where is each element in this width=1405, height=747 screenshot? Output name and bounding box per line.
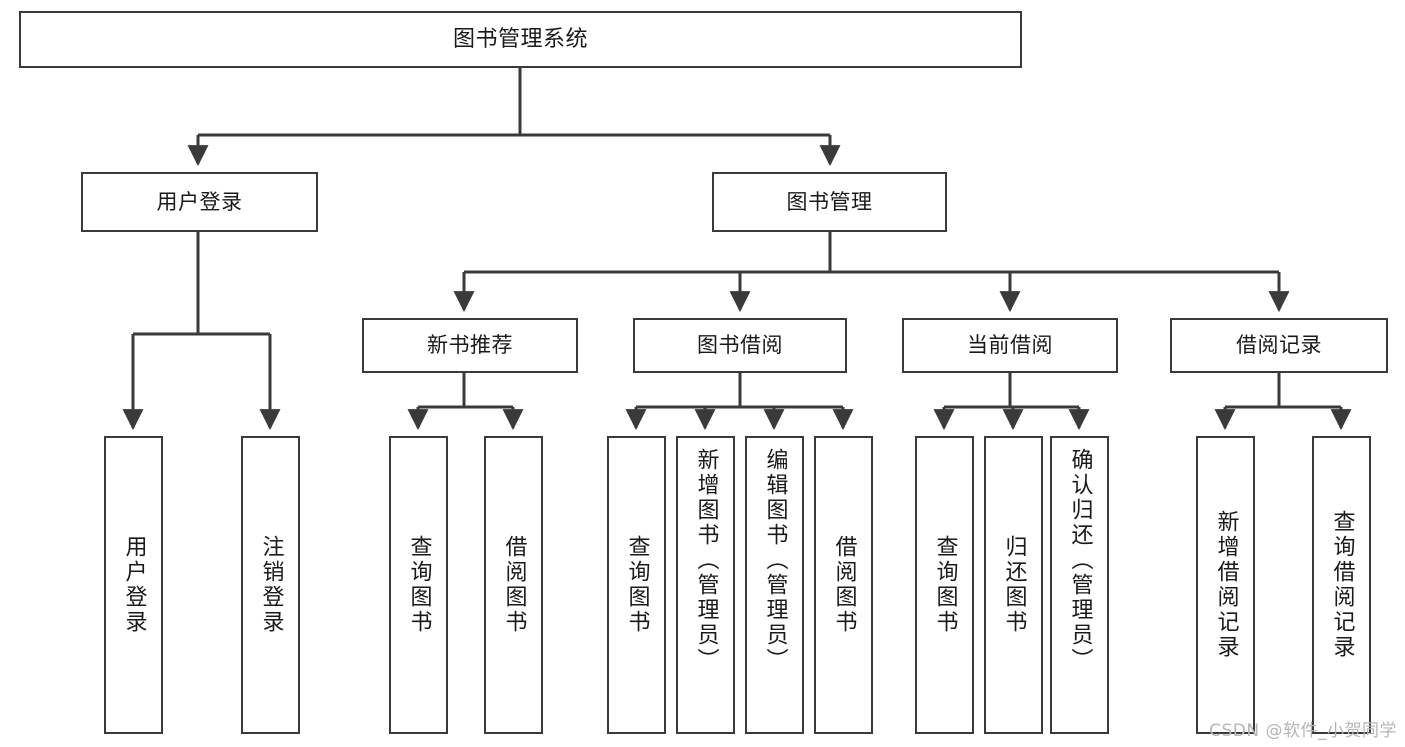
leaf-user-login-label: 用户登录 — [121, 535, 147, 635]
node-user-login-label: 用户登录 — [156, 189, 243, 214]
node-new-book-recommend-label: 新书推荐 — [427, 333, 513, 358]
leaf-add-book-label: 新增图书（管理员） — [693, 448, 719, 673]
leaf-logout-login[interactable]: 注销登录 — [241, 436, 300, 734]
node-borrow-record-label: 借阅记录 — [1236, 333, 1322, 358]
leaf-user-login[interactable]: 用户登录 — [104, 436, 163, 734]
leaf-query-book-2-label: 查询图书 — [624, 535, 650, 635]
leaf-query-book-1[interactable]: 查询图书 — [389, 436, 448, 734]
leaf-confirm-return-label: 确认归还（管理员） — [1067, 448, 1093, 673]
leaf-borrow-book-2[interactable]: 借阅图书 — [814, 436, 873, 734]
leaf-edit-book-label: 编辑图书（管理员） — [762, 448, 788, 673]
node-root[interactable]: 图书管理系统 — [19, 11, 1022, 68]
leaf-edit-book[interactable]: 编辑图书（管理员） — [745, 436, 804, 734]
node-current-borrow[interactable]: 当前借阅 — [902, 318, 1118, 373]
leaf-borrow-book-1[interactable]: 借阅图书 — [484, 436, 543, 734]
leaf-logout-login-label: 注销登录 — [258, 535, 284, 635]
leaf-add-record[interactable]: 新增借阅记录 — [1196, 436, 1255, 734]
leaf-confirm-return[interactable]: 确认归还（管理员） — [1050, 436, 1109, 734]
leaf-query-book-3[interactable]: 查询图书 — [915, 436, 974, 734]
leaf-query-book-1-label: 查询图书 — [406, 535, 432, 635]
node-borrow-record[interactable]: 借阅记录 — [1170, 318, 1388, 373]
leaf-query-record-label: 查询借阅记录 — [1329, 510, 1355, 660]
csdn-watermark: CSDN @软件_小贺同学 — [1209, 721, 1397, 741]
leaf-return-book-label: 归还图书 — [1001, 535, 1027, 635]
node-current-borrow-label: 当前借阅 — [967, 333, 1053, 358]
node-new-book-recommend[interactable]: 新书推荐 — [362, 318, 578, 373]
node-book-manage-label: 图书管理 — [786, 189, 873, 214]
leaf-borrow-book-1-label: 借阅图书 — [501, 535, 527, 635]
leaf-return-book[interactable]: 归还图书 — [984, 436, 1043, 734]
node-book-borrow-label: 图书借阅 — [697, 333, 783, 358]
node-book-borrow[interactable]: 图书借阅 — [633, 318, 847, 373]
leaf-add-record-label: 新增借阅记录 — [1213, 510, 1239, 660]
leaf-borrow-book-2-label: 借阅图书 — [831, 535, 857, 635]
node-user-login[interactable]: 用户登录 — [81, 172, 318, 232]
leaf-query-book-2[interactable]: 查询图书 — [607, 436, 666, 734]
node-book-manage[interactable]: 图书管理 — [712, 172, 947, 232]
leaf-query-book-3-label: 查询图书 — [932, 535, 958, 635]
node-root-label: 图书管理系统 — [452, 26, 588, 52]
leaf-query-record[interactable]: 查询借阅记录 — [1312, 436, 1371, 734]
leaf-add-book[interactable]: 新增图书（管理员） — [676, 436, 735, 734]
